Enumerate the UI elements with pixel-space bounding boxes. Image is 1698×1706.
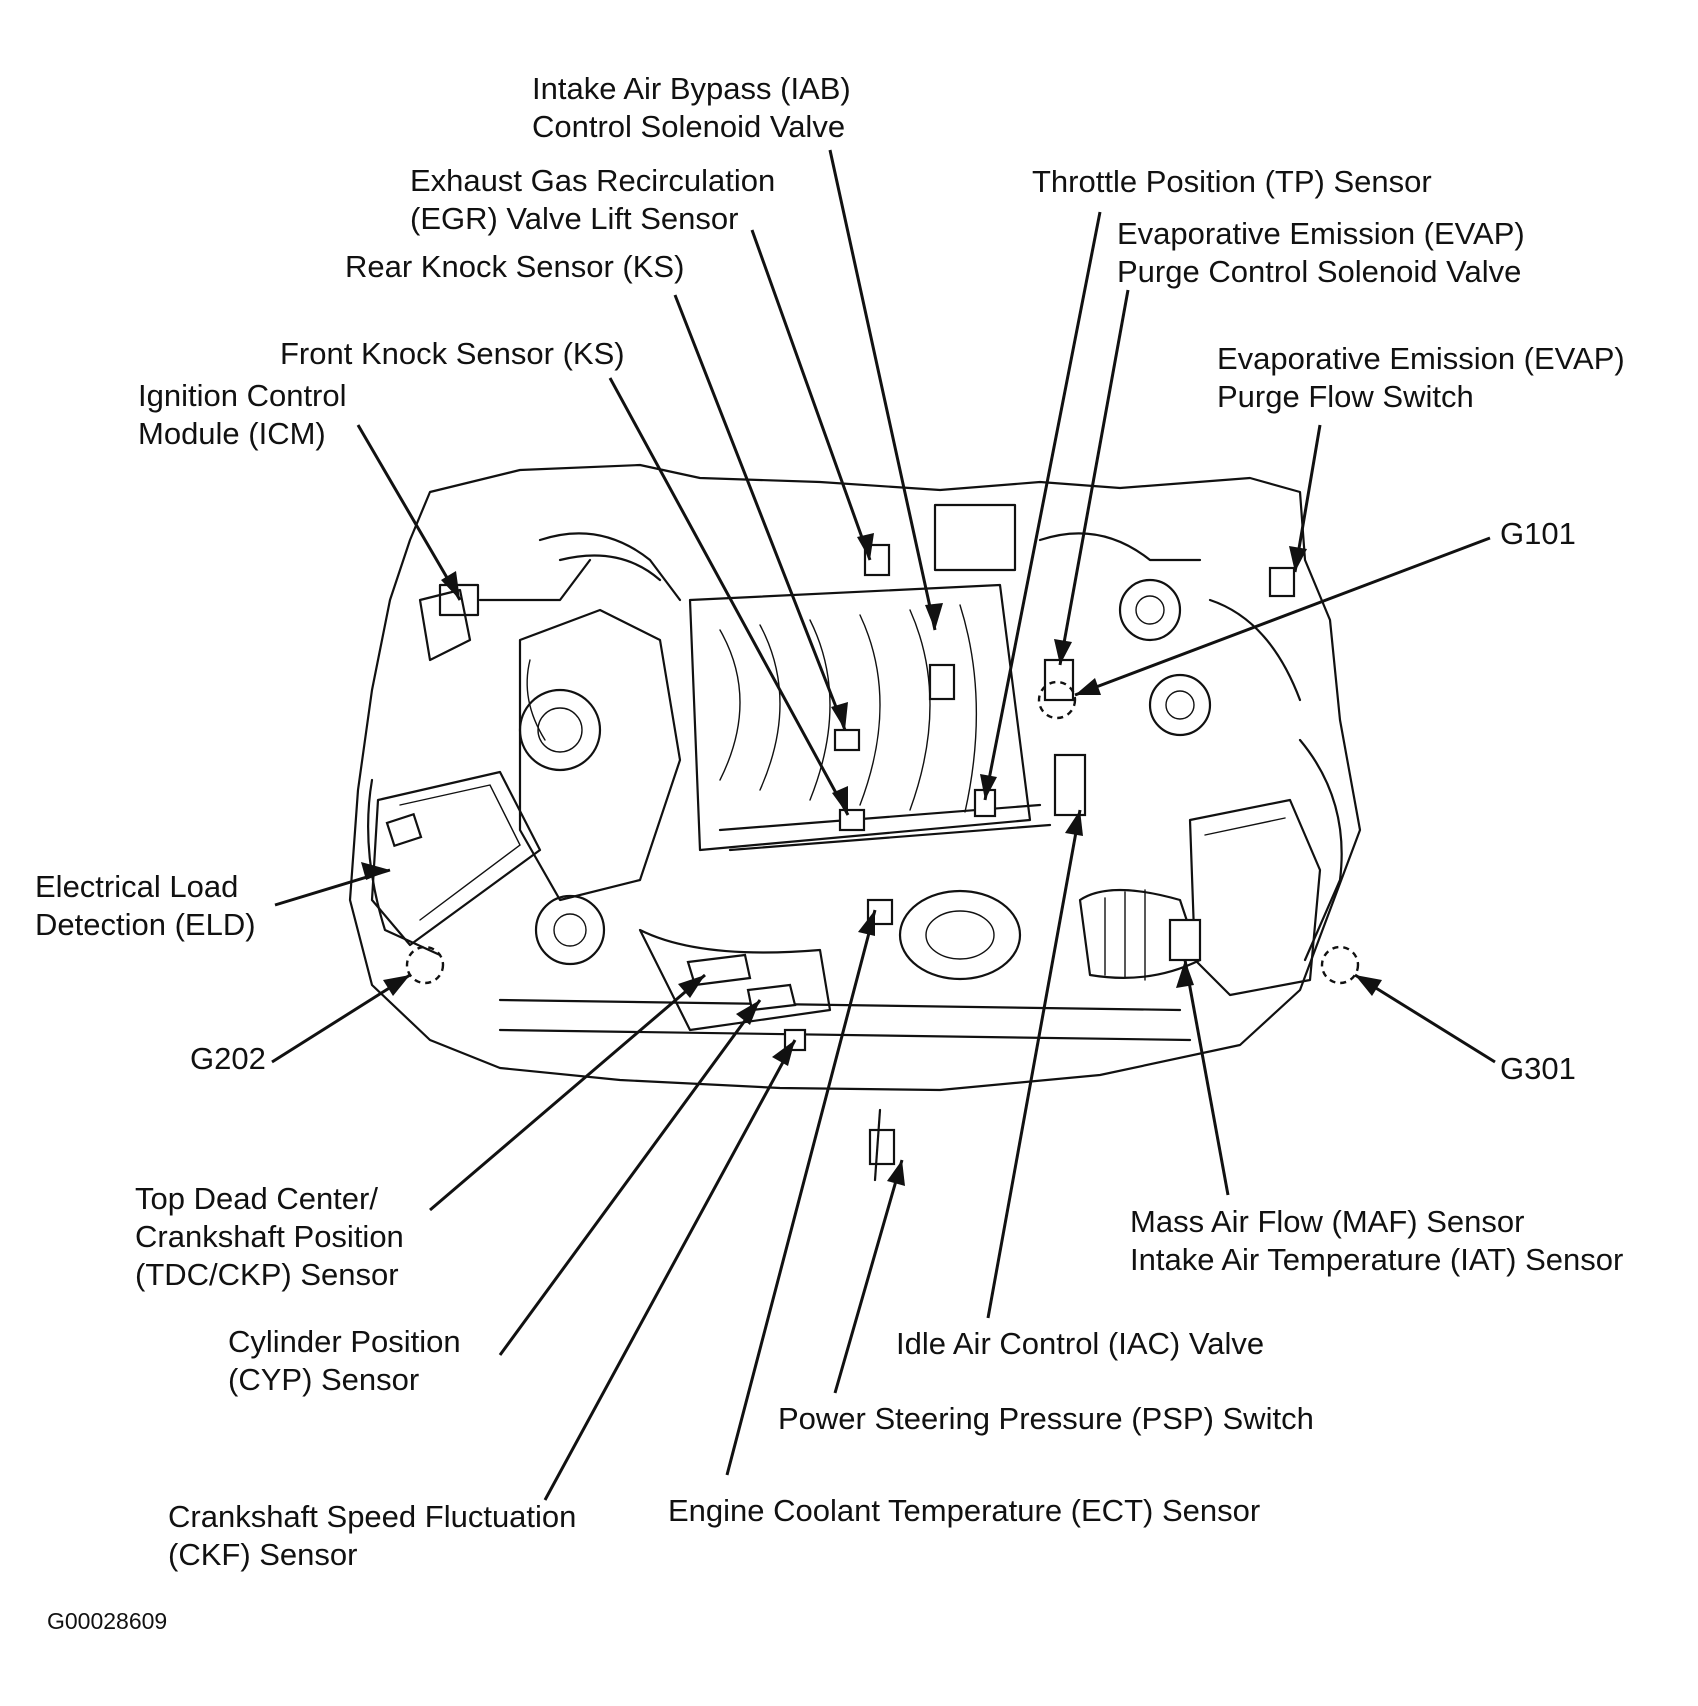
label-psp-line-1: Power Steering Pressure (PSP) Switch bbox=[778, 1401, 1314, 1436]
label-icm: Ignition Control Module (ICM) bbox=[138, 377, 347, 453]
label-ect-line-1: Engine Coolant Temperature (ECT) Sensor bbox=[668, 1493, 1261, 1528]
figure-id: G00028609 bbox=[47, 1608, 168, 1634]
label-evap-flow-switch-line-2: Purge Flow Switch bbox=[1217, 379, 1474, 414]
label-eld: Electrical Load Detection (ELD) bbox=[35, 868, 256, 944]
g101-ground-marker bbox=[1037, 680, 1077, 720]
leader-lines bbox=[271, 149, 1496, 1501]
leader-iab bbox=[828, 149, 937, 631]
label-maf-iat-line-2: Intake Air Temperature (IAT) Sensor bbox=[1130, 1242, 1624, 1277]
label-icm-line-1: Ignition Control bbox=[138, 378, 347, 413]
label-tp-line-1: Throttle Position (TP) Sensor bbox=[1032, 164, 1432, 199]
label-iab-line-1: Intake Air Bypass (IAB) bbox=[532, 71, 851, 106]
label-ckf-line-2: (CKF) Sensor bbox=[168, 1537, 358, 1572]
leader-maf bbox=[1183, 959, 1230, 1196]
leader-iac bbox=[986, 809, 1082, 1319]
leader-arrowheads bbox=[361, 533, 1382, 1186]
label-tp: Throttle Position (TP) Sensor bbox=[1032, 163, 1432, 201]
label-tdc-ckp-line-3: (TDC/CKP) Sensor bbox=[135, 1257, 399, 1292]
leader-tp bbox=[983, 211, 1102, 801]
label-g301: G301 bbox=[1500, 1050, 1576, 1088]
leader-front-ks bbox=[608, 377, 850, 816]
label-ckf-line-1: Crankshaft Speed Fluctuation bbox=[168, 1499, 577, 1534]
leader-egr bbox=[750, 229, 872, 561]
label-egr-line-2: (EGR) Valve Lift Sensor bbox=[410, 201, 739, 236]
label-maf-iat-line-1: Mass Air Flow (MAF) Sensor bbox=[1130, 1204, 1525, 1239]
label-front-ks: Front Knock Sensor (KS) bbox=[280, 335, 625, 373]
label-iac-line-1: Idle Air Control (IAC) Valve bbox=[896, 1326, 1265, 1361]
label-tdc-ckp: Top Dead Center/ Crankshaft Position (TD… bbox=[135, 1180, 404, 1294]
label-evap-purge-valve-line-1: Evaporative Emission (EVAP) bbox=[1117, 216, 1525, 251]
leader-psp bbox=[833, 1159, 904, 1394]
leader-rear-ks bbox=[673, 294, 847, 731]
upper-right-components bbox=[933, 503, 1302, 737]
leader-ckf bbox=[543, 1039, 797, 1501]
leader-cyp bbox=[498, 999, 762, 1356]
label-cyp-line-2: (CYP) Sensor bbox=[228, 1362, 420, 1397]
leader-g202 bbox=[271, 973, 411, 1064]
engine-outline bbox=[348, 463, 1362, 1092]
throttle-cluster bbox=[686, 543, 1087, 1182]
label-evap-flow-switch-line-1: Evaporative Emission (EVAP) bbox=[1217, 341, 1625, 376]
label-evap-purge-valve: Evaporative Emission (EVAP) Purge Contro… bbox=[1117, 215, 1525, 291]
label-g202-line-1: G202 bbox=[190, 1041, 266, 1076]
label-g301-line-1: G301 bbox=[1500, 1051, 1576, 1086]
label-g101-line-1: G101 bbox=[1500, 516, 1576, 551]
g301-ground-marker bbox=[1320, 945, 1360, 985]
label-egr-line-1: Exhaust Gas Recirculation bbox=[410, 163, 776, 198]
leader-g101 bbox=[1074, 536, 1491, 697]
label-rear-ks: Rear Knock Sensor (KS) bbox=[345, 248, 684, 286]
label-egr: Exhaust Gas Recirculation (EGR) Valve Li… bbox=[410, 162, 775, 238]
intake-manifold bbox=[688, 583, 1052, 852]
label-iab: Intake Air Bypass (IAB) Control Solenoid… bbox=[532, 70, 851, 146]
label-ckf: Crankshaft Speed Fluctuation (CKF) Senso… bbox=[168, 1498, 576, 1574]
label-evap-flow-switch: Evaporative Emission (EVAP) Purge Flow S… bbox=[1217, 340, 1625, 416]
leader-ect bbox=[725, 909, 877, 1476]
label-iac: Idle Air Control (IAC) Valve bbox=[896, 1325, 1264, 1363]
leader-evap-switch bbox=[1293, 424, 1322, 573]
upper-left-components bbox=[438, 532, 682, 741]
label-tdc-ckp-line-1: Top Dead Center/ bbox=[135, 1181, 378, 1216]
engine-block bbox=[498, 608, 1192, 1042]
leader-tdc-ckp bbox=[429, 973, 706, 1212]
label-g202: G202 bbox=[190, 1040, 266, 1078]
label-front-ks-line-1: Front Knock Sensor (KS) bbox=[280, 336, 625, 371]
label-icm-line-2: Module (ICM) bbox=[138, 416, 326, 451]
fuse-box bbox=[370, 770, 542, 947]
leader-g301 bbox=[1354, 973, 1496, 1064]
label-cyp: Cylinder Position (CYP) Sensor bbox=[228, 1323, 461, 1399]
label-eld-line-1: Electrical Load bbox=[35, 869, 239, 904]
label-rear-ks-line-1: Rear Knock Sensor (KS) bbox=[345, 249, 685, 284]
label-cyp-line-1: Cylinder Position bbox=[228, 1324, 461, 1359]
g202-ground-marker bbox=[405, 945, 445, 985]
label-evap-purge-valve-line-2: Purge Control Solenoid Valve bbox=[1117, 254, 1522, 289]
label-g101: G101 bbox=[1500, 515, 1576, 553]
label-maf-iat: Mass Air Flow (MAF) Sensor Intake Air Te… bbox=[1130, 1203, 1623, 1279]
label-psp: Power Steering Pressure (PSP) Switch bbox=[778, 1400, 1314, 1438]
leader-icm bbox=[356, 424, 462, 601]
label-eld-line-2: Detection (ELD) bbox=[35, 907, 256, 942]
label-tdc-ckp-line-2: Crankshaft Position bbox=[135, 1219, 404, 1254]
label-ect: Engine Coolant Temperature (ECT) Sensor bbox=[668, 1492, 1260, 1530]
air-cleaner bbox=[1078, 798, 1322, 997]
label-iab-line-2: Control Solenoid Valve bbox=[532, 109, 846, 144]
leader-evap-valve bbox=[1058, 289, 1130, 666]
